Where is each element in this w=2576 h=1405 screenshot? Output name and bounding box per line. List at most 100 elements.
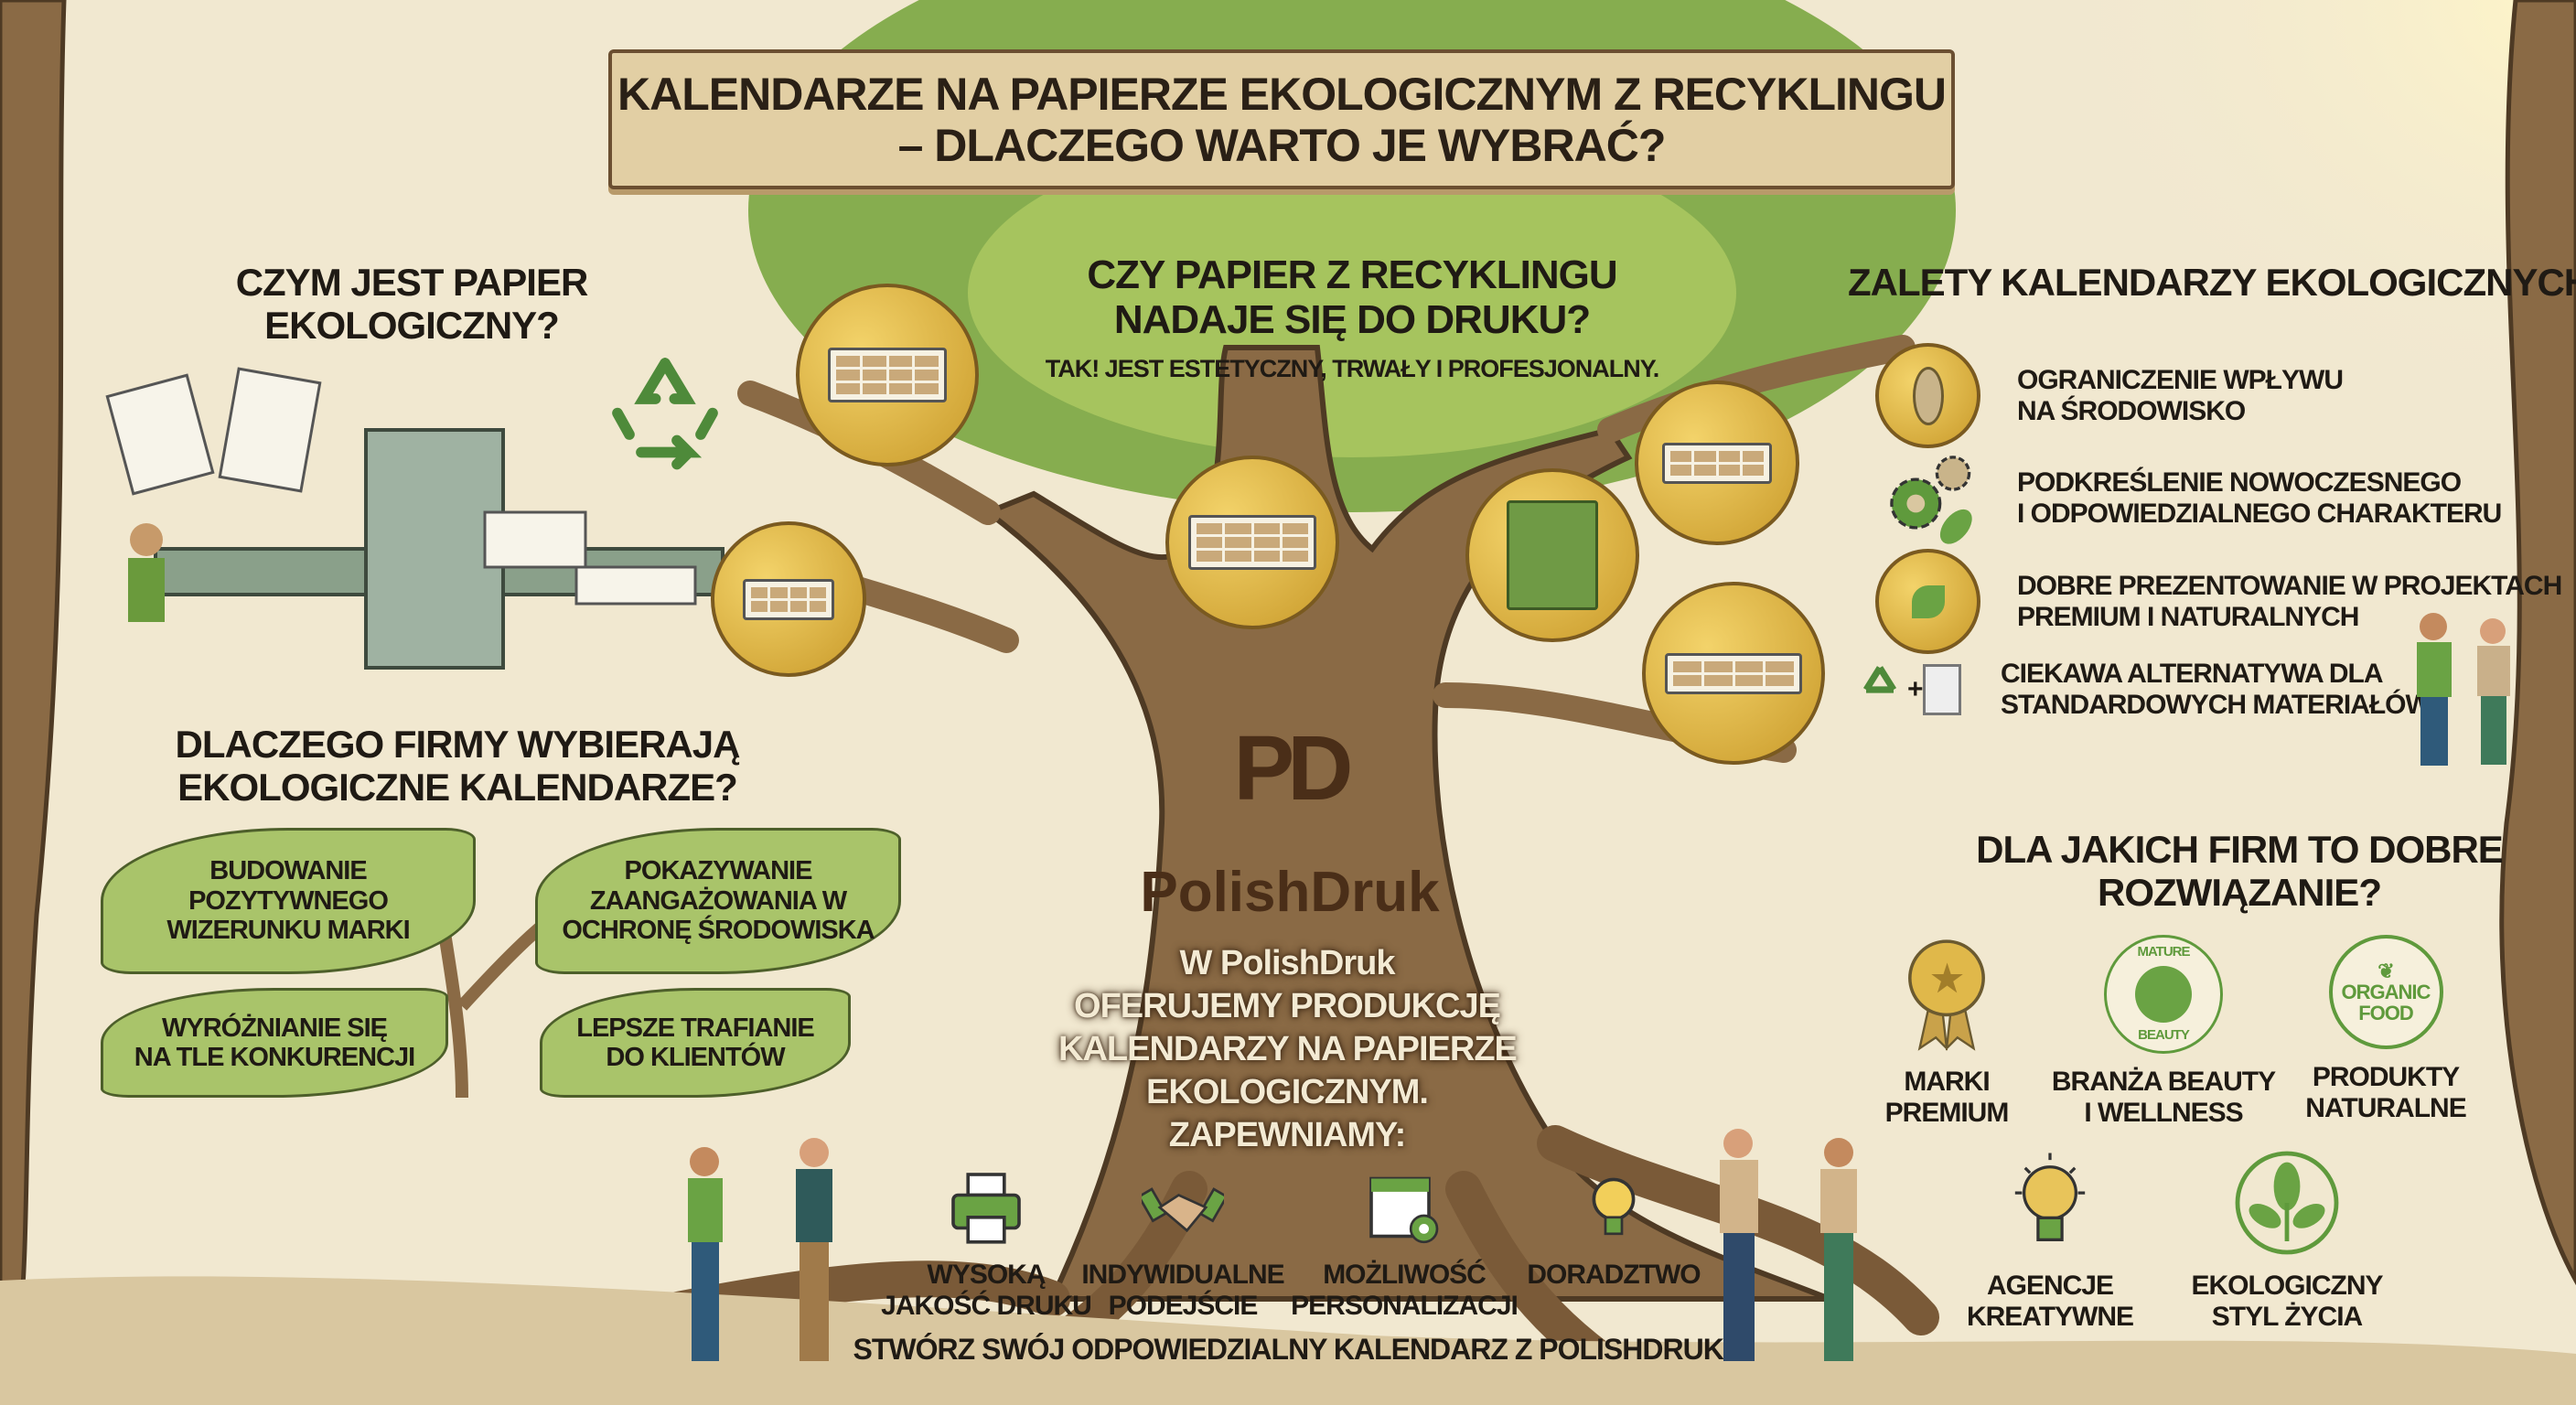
center-question: CZY PAPIER Z RECYKLINGU NADAJE SIĘ DO DR… — [986, 252, 1718, 343]
calendar-apple — [796, 284, 979, 467]
notepad-calendar-icon — [743, 578, 834, 620]
leaf-text: DO KLIENTÓW — [606, 1043, 785, 1072]
why-heading-line: DLACZEGO FIRMY WYBIERAJĄ — [175, 723, 741, 766]
leaf-text: WYRÓŻNIANIE SIĘ — [161, 1013, 388, 1043]
title-banner: KALENDARZE NA PAPIERZE EKOLOGICZNYM Z RE… — [608, 49, 1955, 189]
firm-label: STYL ŻYCIA — [2211, 1301, 2363, 1332]
leaf-text: BUDOWANIE — [209, 856, 367, 886]
advantage-label: OGRANICZENIE WPŁYWU — [2017, 364, 2344, 395]
why-heading: DLACZEGO FIRMY WYBIERAJĄ EKOLOGICZNE KAL… — [137, 723, 778, 809]
advantage-label: PREMIUM I NATURALNYCH — [2017, 601, 2359, 632]
logo-text: PolishDruk — [1140, 861, 1440, 924]
plus-sign: + — [1907, 673, 1924, 704]
medal-icon: ★ — [1908, 939, 1985, 1051]
firm-label: AGENCJE — [1986, 1271, 2114, 1301]
offer-text: W PolishDruk OFERUJEMY PRODUKCJĘ KALENDA… — [1058, 942, 1518, 1157]
feature-label: DORADZTWO — [1527, 1260, 1701, 1290]
center-answer: TAK! JEST ESTETYCZNY, TRWAŁY I PROFESJON… — [1045, 355, 1660, 382]
feature-label: PODEJŚCIE — [1108, 1290, 1259, 1321]
reason-leaf-environment: POKAZYWANIE ZAANGAŻOWANIA W OCHRONĘ ŚROD… — [535, 828, 901, 974]
leaf-text: WIZERUNKU MARKI — [166, 916, 410, 946]
advantage-label: PODKREŚLENIE NOWOCZESNEGO — [2017, 467, 2462, 499]
gears-icon — [1890, 456, 1972, 544]
trifold-calendar-icon — [1665, 652, 1802, 694]
calendar-apple — [711, 521, 866, 677]
advantages-heading: ZALETY KALENDARZY EKOLOGICZNYCH — [1848, 261, 2576, 304]
offer-line: KALENDARZY NA PAPIERZE — [1058, 1030, 1518, 1068]
calendar-apple — [1635, 381, 1799, 545]
firm-label: NATURALNE — [2305, 1092, 2466, 1123]
recycling-machine-illustration — [105, 367, 724, 670]
people-illustration — [688, 1138, 832, 1361]
cta-text: STWÓRZ SWÓJ ODPOWIEDZIALNY KALENDARZ Z P… — [853, 1333, 1733, 1366]
title-line: KALENDARZE NA PAPIERZE EKOLOGICZNYM Z RE… — [617, 68, 1947, 120]
wall-calendar-icon — [828, 348, 947, 402]
reason-leaf-clients: LEPSZE TRAFIANIE DO KLIENTÓW — [540, 988, 851, 1098]
book-calendar-icon — [1507, 500, 1598, 610]
recycle-icon — [1862, 665, 1897, 693]
recycle-icon — [612, 358, 718, 470]
what-is-heading: CZYM JEST PAPIER EKOLOGICZNY? — [235, 261, 589, 348]
firm-label: PRODUKTY — [2312, 1062, 2460, 1092]
leaf-text: POZYTYWNEGO — [188, 885, 389, 916]
badge-text: MATURE — [2137, 944, 2190, 960]
for-whom-heading-line: ROZWIĄZANIE? — [2098, 871, 2382, 915]
question-line: CZY PAPIER Z RECYKLINGU — [1087, 252, 1617, 297]
feature-label: INDYWIDUALNE — [1081, 1260, 1284, 1290]
footprint-icon — [1875, 343, 1980, 448]
question-line: NADAJE SIĘ DO DRUKU? — [1113, 297, 1591, 343]
calendar-gear-icon — [1369, 1176, 1439, 1244]
for-whom-heading: DLA JAKICH FIRM TO DOBRE ROZWIĄZANIE? — [1873, 828, 2576, 914]
advantage-label: STANDARDOWYCH MATERIAŁÓW — [2001, 689, 2431, 720]
why-heading-line: EKOLOGICZNE KALENDARZE? — [177, 766, 738, 810]
spiral-calendar-icon — [1662, 442, 1772, 484]
offer-line: OFERUJEMY PRODUKCJĘ — [1074, 987, 1501, 1025]
feature-label: WYSOKĄ — [927, 1260, 1046, 1290]
firm-label: I WELLNESS — [2084, 1097, 2243, 1128]
reason-leaf-competition: WYRÓŻNIANIE SIĘ NA TLE KONKURENCJI — [101, 988, 448, 1098]
beauty-badge-icon: MATURE BEAUTY — [2104, 935, 2223, 1054]
leaf-text: LEPSZE TRAFIANIE — [576, 1013, 815, 1043]
advantage-label: CIEKAWA ALTERNATYWA DLA — [2001, 659, 2384, 689]
award-icon — [1875, 549, 1980, 654]
logo-mark: PD — [1233, 717, 1354, 820]
calendar-apple — [1465, 468, 1639, 642]
firm-label: KREATYWNE — [1966, 1301, 2134, 1332]
reason-leaf-brand-image: BUDOWANIE POZYTYWNEGO WIZERUNKU MARKI — [101, 828, 476, 974]
lightbulb-icon — [1592, 1177, 1636, 1236]
printer-icon — [951, 1173, 1021, 1244]
offer-line: ZAPEWNIAMY: — [1168, 1116, 1407, 1154]
firm-label: MARKI — [1904, 1067, 1990, 1097]
advantage-label: DOBRE PREZENTOWANIE W PROJEKTACH — [2017, 570, 2562, 601]
badge-text: FOOD — [2358, 1002, 2414, 1025]
svg-text:★: ★ — [1931, 958, 1964, 999]
firm-label: EKOLOGICZNY — [2191, 1271, 2383, 1301]
offer-line: W PolishDruk — [1179, 944, 1395, 982]
firm-label: BRANŻA BEAUTY — [2051, 1067, 2276, 1097]
title-line: – DLACZEGO WARTO JE WYBRAĆ? — [897, 119, 1667, 171]
calendar-apple — [1165, 456, 1339, 629]
feature-label: JAKOŚĆ DRUKU — [881, 1290, 1092, 1321]
lightbulb-icon — [2014, 1153, 2086, 1241]
desk-calendar-icon — [1188, 515, 1316, 570]
leaf-text: ZAANGAŻOWANIA W — [589, 885, 847, 916]
organic-badge-icon: ❦ ORGANIC FOOD — [2328, 935, 2443, 1049]
leaf-text: OCHRONĘ ŚRODOWISKA — [562, 916, 875, 946]
for-whom-heading-line: DLA JAKICH FIRM TO DOBRE — [1976, 828, 2504, 871]
advantage-label: I ODPOWIEDZIALNEGO CHARAKTERU — [2017, 499, 2502, 529]
people-illustration — [1720, 1129, 1857, 1361]
offer-line: EKOLOGICZNYM. — [1146, 1073, 1429, 1111]
leaf-text: POKAZYWANIE — [624, 856, 813, 886]
feature-label: PERSONALIZACJI — [1291, 1290, 1519, 1321]
